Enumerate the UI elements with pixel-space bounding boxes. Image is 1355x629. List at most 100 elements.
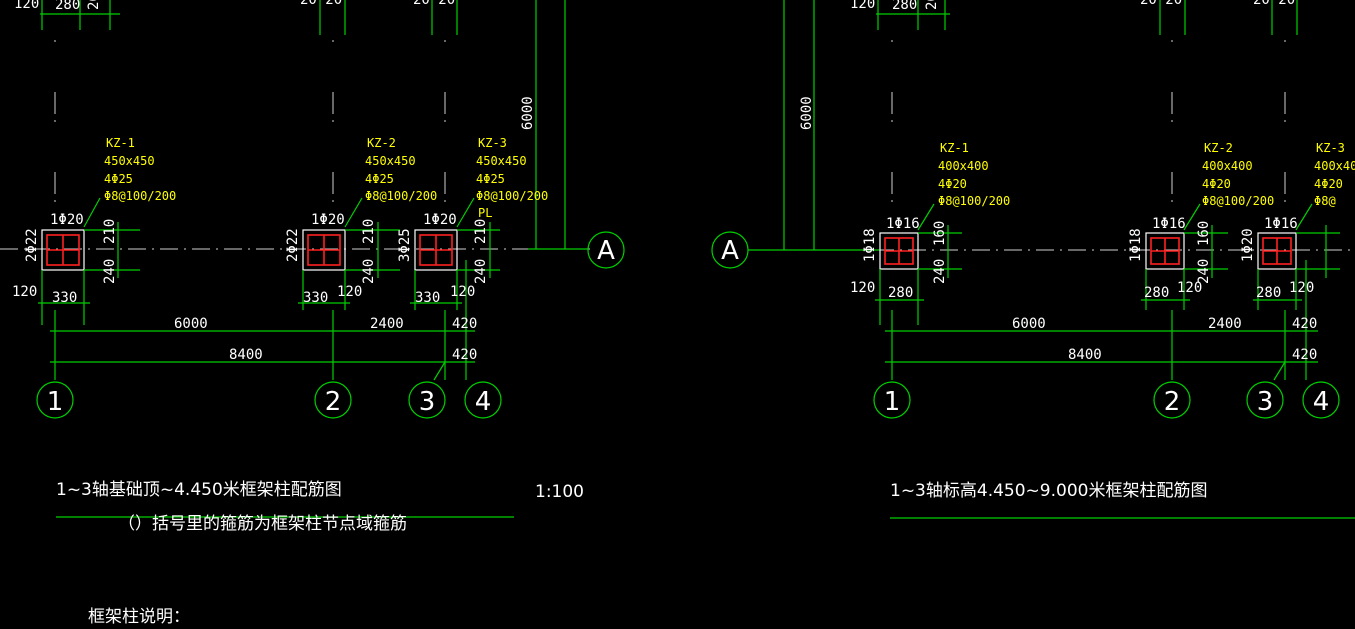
right-column-kz2: KZ-2 400x400 4Φ20 Φ8@100/200 1Φ16 1Φ18 1… xyxy=(1128,141,1274,310)
right-vert-span-6000: 6000 xyxy=(799,96,815,130)
right-top-dim-120: 120 xyxy=(850,0,875,12)
left-axis-lines xyxy=(0,40,590,250)
right-kz3-size: 400x40 xyxy=(1314,159,1355,173)
left-kz3-dim-120: 120 xyxy=(450,284,475,300)
left-kz1-id: KZ-1 xyxy=(106,136,135,150)
right-kz2-id: KZ-2 xyxy=(1204,141,1233,155)
left-kz3-id: KZ-3 xyxy=(478,136,507,150)
left-kz2-dim-120: 120 xyxy=(337,284,362,300)
left-kz2-side-bar: 2Φ22 xyxy=(285,228,301,262)
right-axis-2: 2 xyxy=(1164,387,1181,417)
left-top-dim-kz2: 20 20 xyxy=(300,0,342,8)
right-kz1-main-bar: 4Φ20 xyxy=(938,177,967,191)
left-span-2400: 2400 xyxy=(370,316,404,332)
left-kz2-stirrup: Φ8@100/200 xyxy=(365,189,437,203)
right-top-dim-20: 20 xyxy=(924,0,940,10)
left-kz3-dim-330: 330 xyxy=(415,290,440,306)
right-span-8400: 8400 xyxy=(1068,347,1102,363)
section-heading: 框架柱说明： xyxy=(88,607,190,627)
left-kz1-side-bar: 2Φ22 xyxy=(24,228,40,262)
right-kz3-dim-280: 280 xyxy=(1256,285,1281,301)
left-kz1-main-bar: 4Φ25 xyxy=(104,172,133,186)
right-kz3-side-bar: 1Φ20 xyxy=(1240,228,1256,262)
right-kz3-id: KZ-3 xyxy=(1316,141,1345,155)
right-kz2-dim-240: 240 xyxy=(1196,259,1212,284)
right-axis-bubbles: 1 2 3 4 A xyxy=(711,231,1340,419)
left-drawing-title: 1~3轴基础顶~4.450米框架柱配筋图 xyxy=(56,480,342,500)
right-kz2-dim-280: 280 xyxy=(1144,285,1169,301)
left-kz3-stirrup: Φ8@100/200 xyxy=(476,189,548,203)
left-span-dimensions: 6000 2400 420 8400 420 xyxy=(50,310,477,380)
left-drawing-scale: 1:100 xyxy=(535,482,584,502)
left-kz3-extra: PL xyxy=(478,206,492,220)
right-top-dim-kz2: 20 20 xyxy=(1140,0,1182,8)
left-top-dim-120: 120 xyxy=(14,0,39,12)
left-span-8400: 8400 xyxy=(229,347,263,363)
right-kz1-size: 400x400 xyxy=(938,159,989,173)
left-top-dim-kz3: 20 20 xyxy=(413,0,455,8)
right-kz1-dim-280: 280 xyxy=(888,285,913,301)
right-kz2-stirrup: Φ8@100/200 xyxy=(1202,194,1274,208)
left-kz2-main-bar: 4Φ25 xyxy=(365,172,394,186)
right-axis-3: 3 xyxy=(1257,387,1274,417)
right-kz2-top-bar: 1Φ16 xyxy=(1152,216,1186,232)
left-axis-4: 4 xyxy=(475,387,492,417)
left-kz3-side-bar: 3Φ25 xyxy=(397,228,413,262)
left-span-6000: 6000 xyxy=(174,316,208,332)
left-kz3-dim-210: 210 xyxy=(473,219,489,244)
right-kz2-main-bar: 4Φ20 xyxy=(1202,177,1231,191)
left-span-420: 420 xyxy=(452,316,477,332)
left-kz3-dim-240: 240 xyxy=(473,259,489,284)
left-kz2-dim-330: 330 xyxy=(303,290,328,306)
right-top-dim-280: 280 xyxy=(892,0,917,13)
left-kz3-main-bar: 4Φ25 xyxy=(476,172,505,186)
right-column-kz3: KZ-3 400x40 4Φ20 Φ8@ 1Φ16 1Φ20 280 120 xyxy=(1240,141,1355,345)
right-kz3-stirrup: Φ8@ xyxy=(1314,194,1336,208)
right-kz1-top-bar: 1Φ16 xyxy=(886,216,920,232)
left-kz1-dim-330: 330 xyxy=(52,290,77,306)
left-drawing-note: （）括号里的箍筋为框架柱节点域箍筋 xyxy=(118,514,407,534)
right-kz2-size: 400x400 xyxy=(1202,159,1253,173)
left-kz1-dim-120: 120 xyxy=(12,284,37,300)
left-top-dimensions: 120 280 20 20 20 20 20 xyxy=(14,0,458,35)
left-axis-2: 2 xyxy=(325,387,342,417)
right-top-dim-kz3: 20 20 xyxy=(1253,0,1295,8)
left-drawing: 120 280 20 20 20 20 20 6000 xyxy=(0,0,625,627)
left-span-420b: 420 xyxy=(452,347,477,363)
left-axis-bubbles: 1 2 3 4 A xyxy=(36,231,625,419)
right-column-kz1: KZ-1 400x400 4Φ20 Φ8@100/200 1Φ16 1Φ18 1… xyxy=(850,141,1010,325)
right-kz3-dim-120: 120 xyxy=(1289,280,1314,296)
left-kz1-dim-240: 240 xyxy=(102,259,118,284)
right-drawing: 120 280 20 20 20 20 20 6000 xyxy=(711,0,1355,519)
right-kz1-dim-240: 240 xyxy=(932,259,948,284)
right-kz3-main-bar: 4Φ20 xyxy=(1314,177,1343,191)
left-column-kz1: KZ-1 450x450 4Φ25 Φ8@100/200 1Φ20 2Φ22 2… xyxy=(12,136,176,325)
right-axis-1: 1 xyxy=(884,387,901,417)
right-kz1-side-bar: 1Φ18 xyxy=(862,228,878,262)
left-axis-1: 1 xyxy=(47,387,64,417)
left-kz1-top-bar: 1Φ20 xyxy=(50,212,84,228)
right-kz3-top-bar: 1Φ16 xyxy=(1264,216,1298,232)
right-kz2-dim-120: 120 xyxy=(1177,280,1202,296)
left-column-kz3: KZ-3 450x450 4Φ25 Φ8@100/200 PL 1Φ20 3Φ2… xyxy=(397,136,548,345)
left-kz2-id: KZ-2 xyxy=(367,136,396,150)
right-axis-a: A xyxy=(721,236,739,266)
left-top-dim-20: 20 xyxy=(86,0,102,10)
right-top-dimensions: 120 280 20 20 20 20 20 xyxy=(850,0,1298,35)
right-kz2-side-bar: 1Φ18 xyxy=(1128,228,1144,262)
left-kz3-top-bar: 1Φ20 xyxy=(423,212,457,228)
right-span-420: 420 xyxy=(1292,316,1317,332)
right-span-dimensions: 6000 2400 420 8400 420 xyxy=(885,310,1318,380)
right-kz1-stirrup: Φ8@100/200 xyxy=(938,194,1010,208)
right-vertical-span: 6000 xyxy=(748,0,880,251)
left-kz1-stirrup: Φ8@100/200 xyxy=(104,189,176,203)
left-kz3-size: 450x450 xyxy=(476,154,527,168)
left-kz2-top-bar: 1Φ20 xyxy=(311,212,345,228)
left-kz1-dim-210: 210 xyxy=(102,219,118,244)
right-kz1-id: KZ-1 xyxy=(940,141,969,155)
left-axis-3: 3 xyxy=(419,387,436,417)
left-kz2-dim-240: 240 xyxy=(361,259,377,284)
right-kz1-dim-160: 160 xyxy=(932,221,948,246)
left-kz1-size: 450x450 xyxy=(104,154,155,168)
